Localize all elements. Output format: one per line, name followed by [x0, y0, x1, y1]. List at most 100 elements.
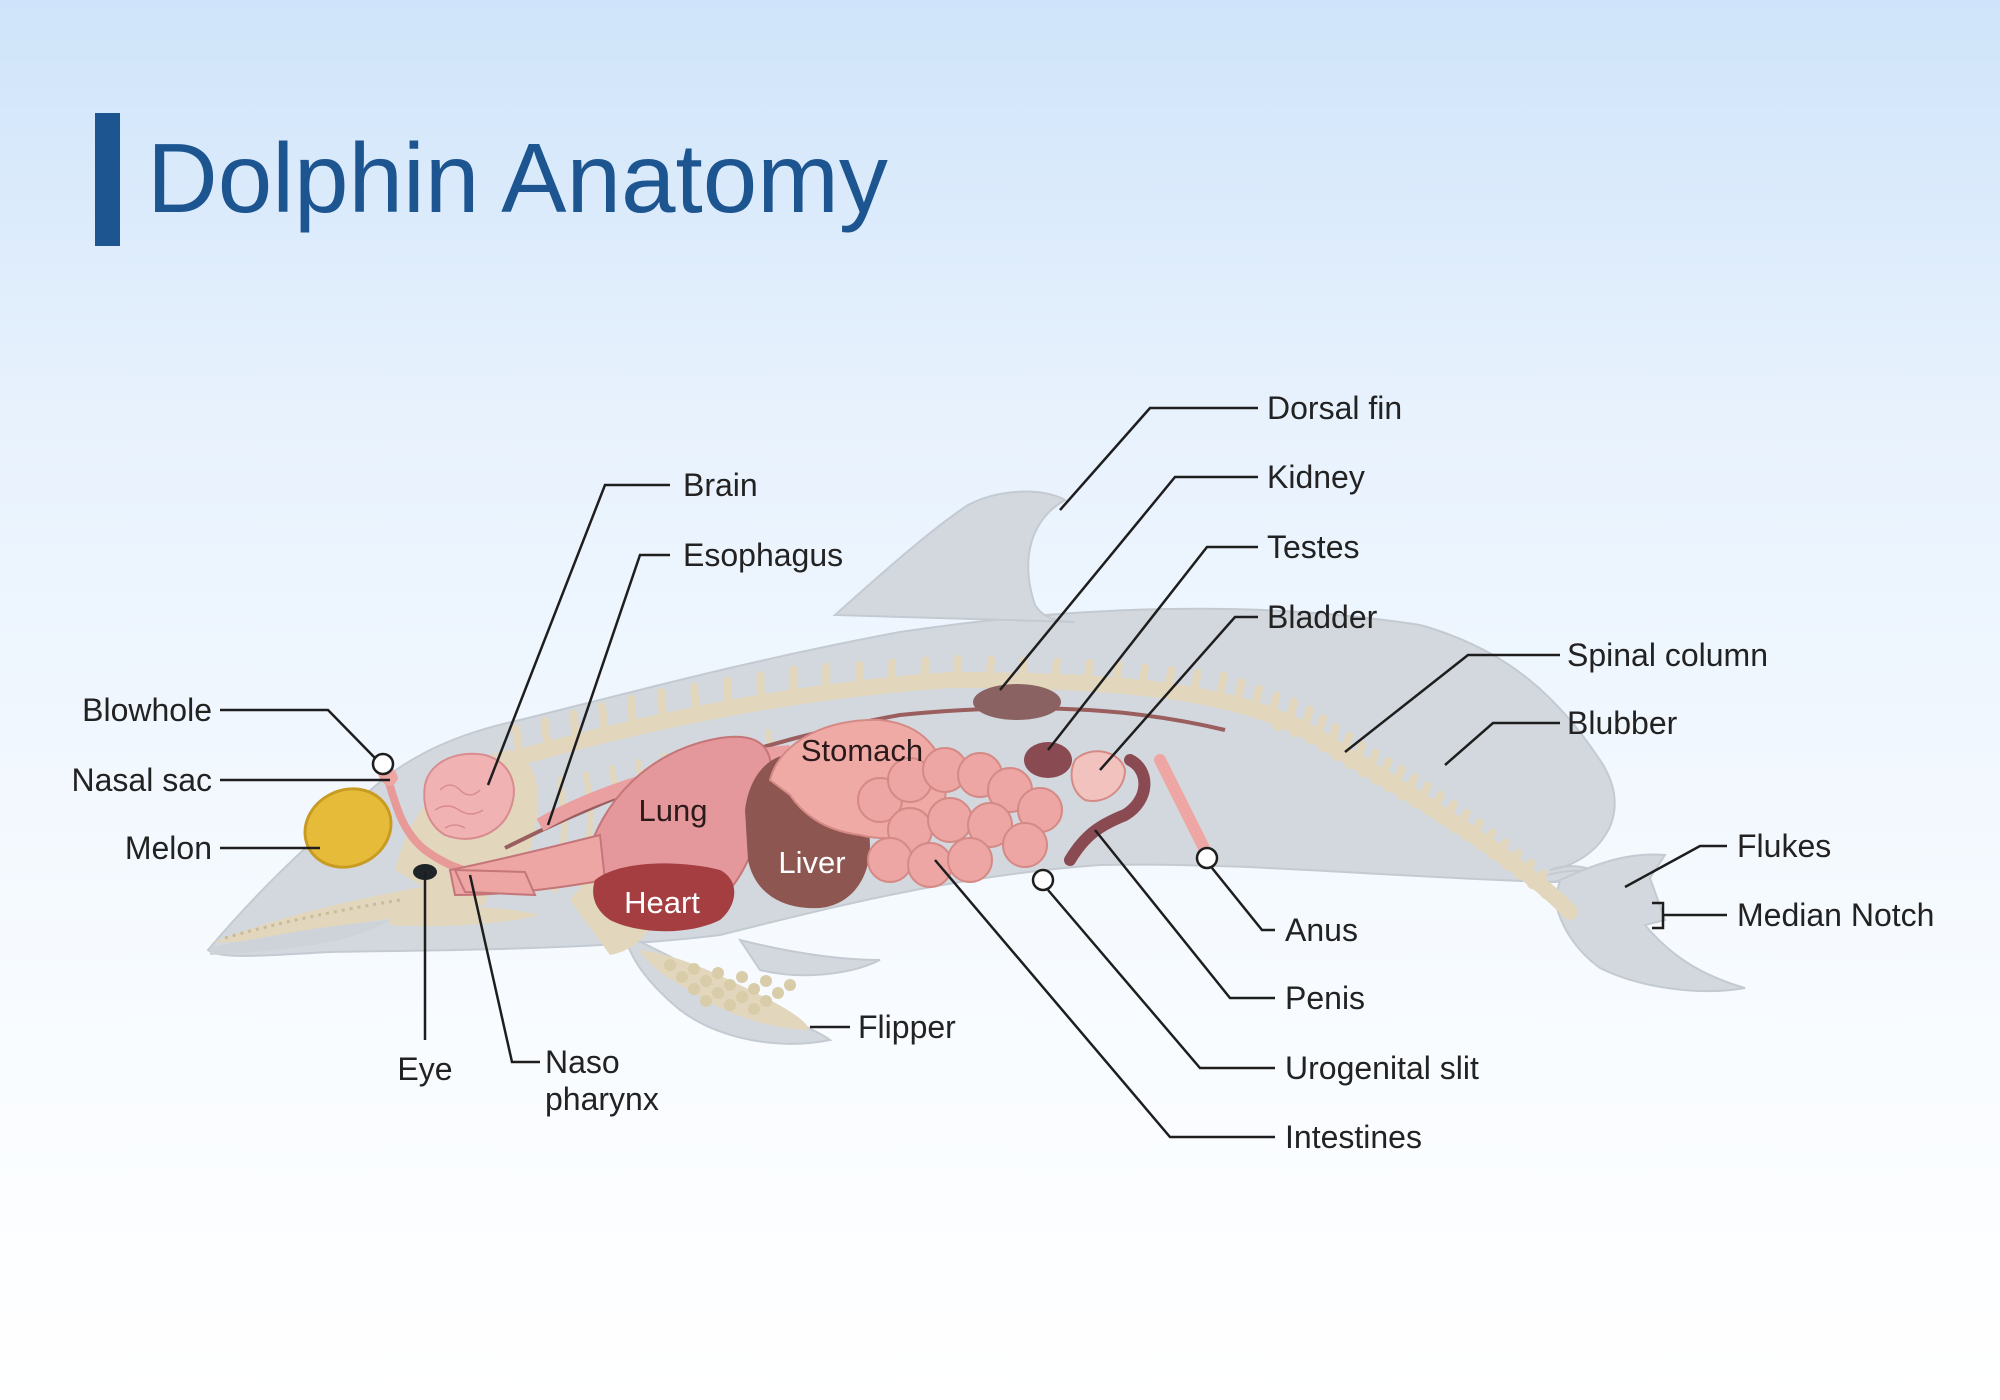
vertebra-body — [1382, 774, 1397, 793]
page-title: Dolphin Anatomy — [147, 123, 888, 233]
flukes-shape — [1553, 853, 1746, 993]
vertebra — [1328, 722, 1341, 743]
callout-nasal-sac: Nasal sac — [72, 762, 213, 798]
flipper-joint — [688, 983, 700, 995]
melon-organ — [303, 787, 393, 869]
vertebra — [1433, 790, 1445, 806]
liver-label: Liver — [778, 845, 845, 880]
vertebra — [1234, 678, 1246, 701]
jaw-bone — [390, 906, 540, 927]
vertebra — [1083, 658, 1094, 684]
intestine-coil — [907, 842, 953, 888]
vertebra — [690, 682, 700, 714]
callout-spinal-column: Spinal column — [1567, 637, 1768, 673]
vertebra — [789, 665, 798, 696]
intestine-coil — [947, 837, 993, 883]
vertebra-body — [1317, 734, 1332, 753]
leader-spinal-column — [1344, 653, 1560, 753]
callout-esophagus: Esophagus — [683, 537, 843, 573]
naso-pharynx-organ — [453, 868, 537, 897]
callout-intestines: Intestines — [1285, 1119, 1422, 1155]
flipper-joint — [784, 979, 796, 991]
leader-penis — [1094, 829, 1275, 1000]
vertebra — [920, 656, 930, 685]
heart-label: Heart — [624, 885, 700, 920]
callout-blowhole: Blowhole — [82, 692, 212, 728]
vertebra — [822, 662, 831, 692]
teeth-row — [224, 898, 401, 940]
lower-jaw-shape — [210, 920, 390, 955]
vertebra — [854, 660, 864, 690]
vertebra — [657, 688, 667, 720]
anus-marker — [1195, 846, 1219, 870]
flipper-joints — [664, 959, 796, 1015]
leader-blowhole — [220, 708, 376, 759]
vertebra — [1380, 756, 1393, 774]
vertebra — [723, 676, 733, 708]
heart-organ — [593, 863, 735, 932]
flipper-joint — [748, 983, 760, 995]
vertebra-body — [1304, 726, 1319, 745]
leader-lines — [220, 406, 1727, 1139]
callout-eye: Eye — [397, 1051, 452, 1087]
vertebra-body — [1499, 851, 1514, 870]
callout-flukes: Flukes — [1737, 828, 1831, 864]
vertebra — [1216, 671, 1228, 695]
vertebra — [1485, 828, 1497, 842]
leader-dorsal-fin — [1059, 406, 1258, 511]
vertebra-body — [1288, 719, 1303, 738]
intestines-organ — [857, 747, 1063, 888]
vertebra — [1420, 781, 1432, 798]
vertebra — [1286, 697, 1299, 719]
flipper-joint — [676, 971, 688, 983]
vertebra — [626, 694, 637, 727]
vertebra — [756, 671, 765, 702]
vertebra-body — [1421, 797, 1436, 816]
callout-pharynx: pharynx — [545, 1081, 659, 1117]
flipper-joint — [724, 999, 736, 1011]
vertebra — [1538, 869, 1549, 881]
leader-blubber — [1444, 721, 1560, 766]
callout-anus: Anus — [1285, 912, 1358, 948]
callout-dorsal-fin: Dorsal fin — [1267, 390, 1402, 426]
callout-bladder: Bladder — [1267, 599, 1378, 635]
vertebra-body — [1330, 742, 1345, 761]
leader-flukes — [1624, 844, 1727, 889]
vertebra — [1315, 714, 1328, 734]
vertebra — [1138, 663, 1150, 688]
callout-melon: Melon — [125, 830, 212, 866]
leader-brain — [486, 483, 670, 786]
vertebra — [985, 655, 996, 683]
vertebra-body — [1539, 881, 1553, 899]
callout-testes: Testes — [1267, 529, 1359, 565]
vertebra — [1341, 731, 1354, 751]
vertebra — [1525, 858, 1536, 871]
lung-label: Lung — [639, 793, 708, 828]
callout-naso: Naso — [545, 1044, 620, 1080]
intestine-coil — [867, 837, 913, 883]
vertebra — [1446, 799, 1458, 815]
intestine-coil — [967, 802, 1013, 848]
flipper-joint — [772, 987, 784, 999]
vertebra-body — [1460, 823, 1475, 842]
kidney-organ — [973, 684, 1061, 720]
vertebra — [1511, 848, 1523, 861]
vertebra-body — [1395, 782, 1410, 801]
vertebra — [1459, 809, 1471, 824]
flipper-joint — [688, 963, 700, 975]
leader-urogenital-slit — [1047, 889, 1275, 1070]
vertebra — [1190, 668, 1202, 692]
flipper-joint — [700, 975, 712, 987]
organs — [303, 684, 1226, 932]
vertebra-body — [1512, 861, 1527, 880]
vertebra — [1367, 748, 1380, 767]
vertebra-body — [1447, 815, 1462, 834]
vertebra-body — [1525, 871, 1540, 890]
bladder-organ — [1070, 750, 1127, 802]
leader-testes — [1047, 545, 1258, 751]
skull-rostrum — [214, 882, 490, 943]
vertebra — [1251, 684, 1264, 707]
callout-penis: Penis — [1285, 980, 1365, 1016]
vertebra-body — [1343, 751, 1358, 770]
